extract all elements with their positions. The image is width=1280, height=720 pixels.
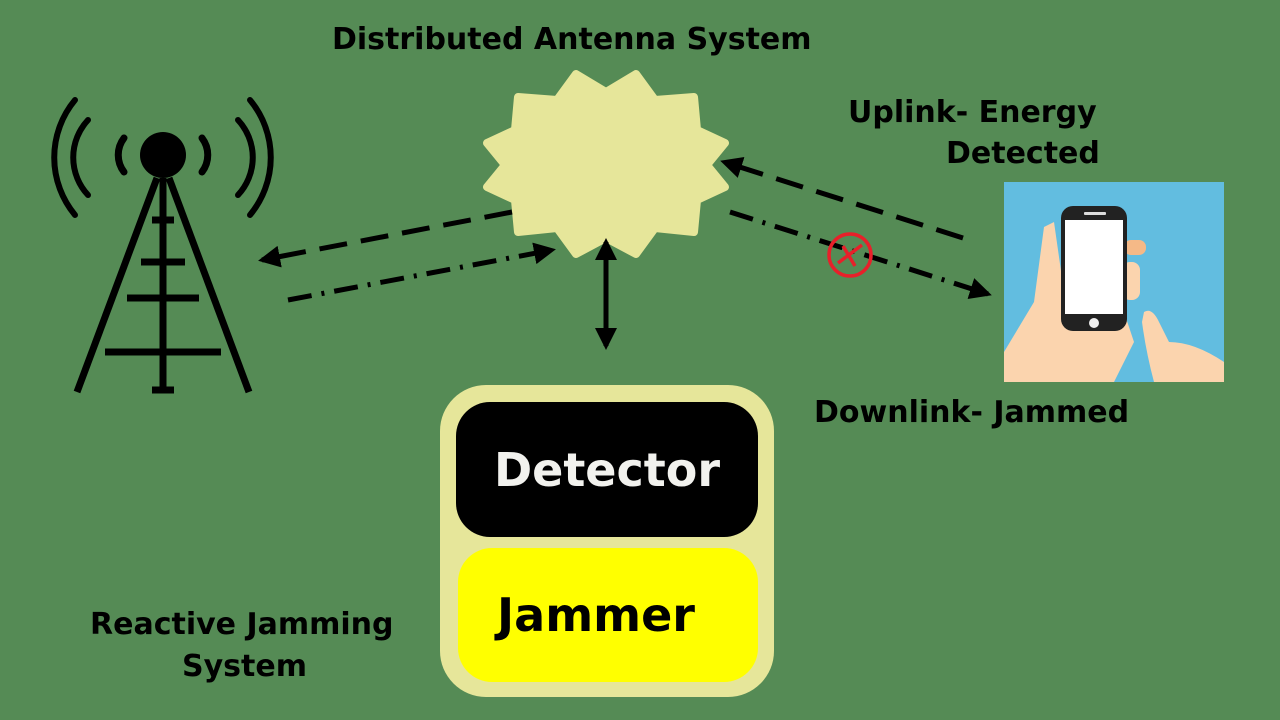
das-to-tower-arrow	[258, 209, 513, 268]
reactive-label-line2: System	[182, 649, 307, 684]
uplink-label-line1: Uplink- Energy	[848, 95, 1097, 130]
uplink-arrow	[720, 156, 964, 241]
reactive-label-line1: Reactive Jamming	[90, 607, 394, 642]
tower-to-das-arrow	[287, 242, 556, 303]
das-starburst	[483, 70, 729, 258]
detector-block: Detector	[456, 402, 758, 537]
blocked-x-icon	[827, 232, 873, 278]
downlink-label: Downlink- Jammed	[814, 395, 1130, 430]
jammer-label: Jammer	[497, 588, 695, 642]
detector-label: Detector	[493, 442, 721, 497]
jammer-block: Jammer	[458, 548, 758, 682]
uplink-label-line2: Detected	[946, 136, 1100, 171]
smartphone-in-hand-icon	[1004, 182, 1224, 382]
cell-tower-icon	[51, 97, 274, 394]
downlink-arrow	[729, 209, 992, 300]
das-title: Distributed Antenna System	[332, 22, 812, 57]
